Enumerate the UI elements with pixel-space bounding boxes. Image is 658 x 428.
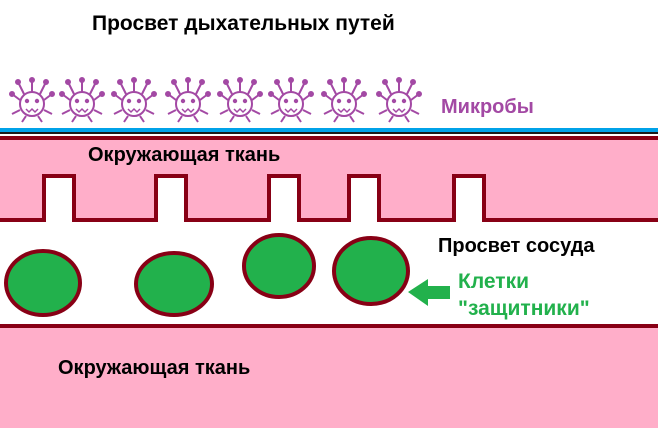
vessel-lumen-label: Просвет сосуда — [438, 235, 595, 257]
airway-lumen-label: Просвет дыхательных путей — [92, 12, 395, 35]
tissue-bottom — [0, 327, 658, 428]
defender-cells — [4, 233, 410, 317]
arrow-left-icon — [408, 279, 450, 306]
microbes-row — [9, 77, 422, 123]
defender-cell — [332, 236, 410, 306]
microbe-icon — [9, 77, 55, 123]
tissue-bottom-label: Окружающая ткань — [58, 357, 251, 379]
tissue-top — [0, 137, 658, 220]
tissue-top-label: Окружающая ткань — [88, 144, 281, 166]
epithelium-dark-line — [0, 132, 658, 134]
defender-cell — [134, 251, 214, 317]
tissue-top-border — [0, 174, 658, 222]
microbe-icon — [268, 77, 314, 123]
microbes-label: Микробы — [441, 96, 534, 118]
defender-cell — [4, 249, 82, 317]
defender-cells-label-line2: "защитники" — [458, 297, 590, 320]
microbe-icon — [321, 77, 367, 123]
microbe-icon — [59, 77, 105, 123]
microbe-icon — [217, 77, 263, 123]
microbe-icon — [165, 77, 211, 123]
defender-cells-label: Клетки "защитники" — [458, 268, 590, 322]
microbe-icon — [111, 77, 157, 123]
defender-cell — [242, 233, 316, 299]
defender-cells-label-line1: Клетки — [458, 270, 529, 293]
microbe-icon — [376, 77, 422, 123]
epithelium-blue-line — [0, 128, 658, 132]
